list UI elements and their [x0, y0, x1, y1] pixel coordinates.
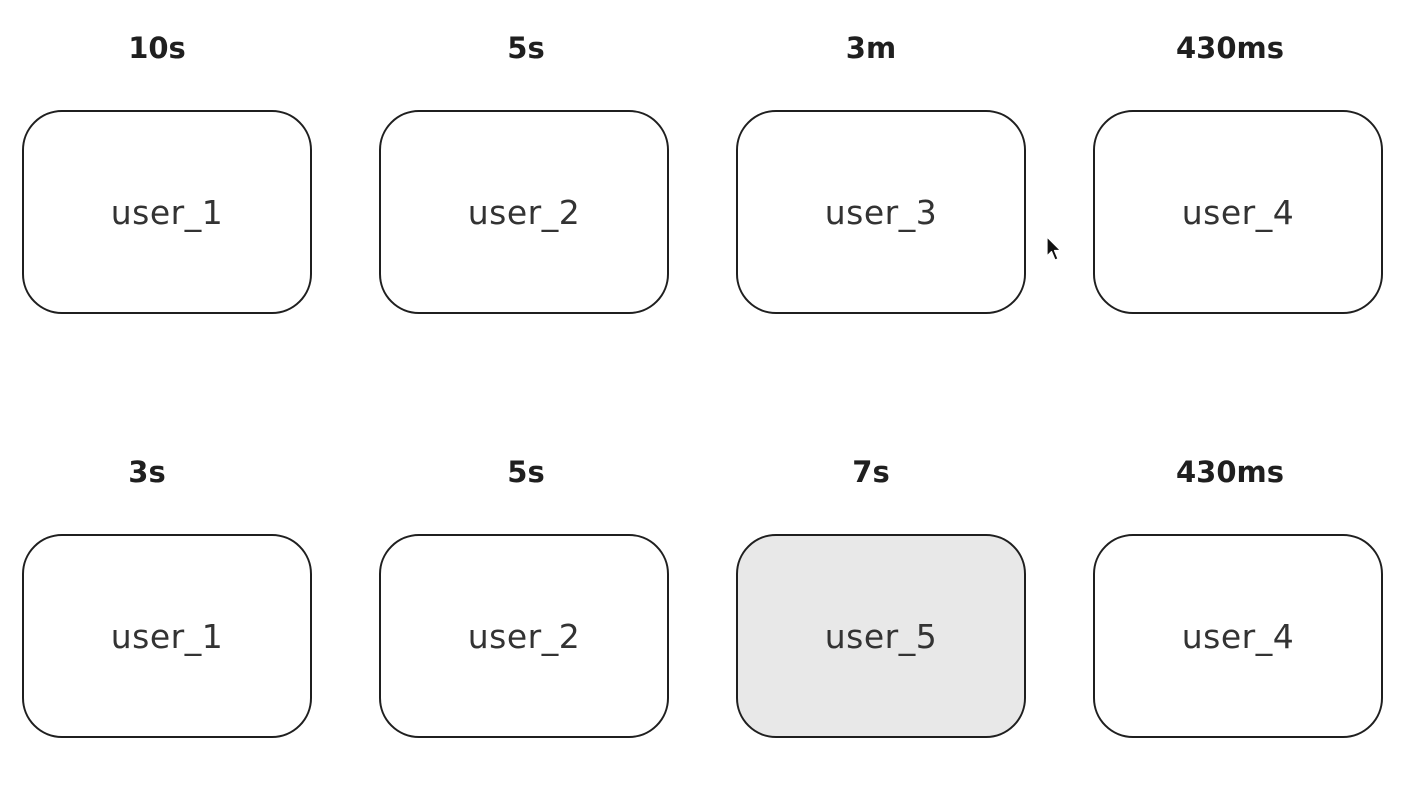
user-cell: 430ms user_4 — [1093, 424, 1387, 744]
duration-label: 10s — [128, 31, 186, 65]
user-label: user_1 — [110, 192, 224, 232]
user-box: user_4 — [1093, 534, 1383, 738]
duration-label: 7s — [852, 455, 890, 489]
diagram-row-1: 10s user_1 5s user_2 3m user_3 430ms use… — [0, 0, 1424, 330]
user-cell: 3m user_3 — [736, 0, 1030, 320]
duration-label: 430ms — [1175, 455, 1284, 489]
duration-label: 3m — [845, 31, 897, 65]
diagram-row-2: 3s user_1 5s user_2 7s user_5 430ms user… — [0, 424, 1424, 754]
user-label: user_2 — [467, 192, 581, 232]
user-label: user_4 — [1181, 192, 1295, 232]
user-cell: 5s user_2 — [379, 0, 673, 320]
user-cell: 10s user_1 — [22, 0, 316, 320]
duration-label: 5s — [507, 455, 545, 489]
mouse-pointer-icon — [1046, 236, 1062, 261]
duration-label: 5s — [507, 31, 545, 65]
user-box: user_1 — [22, 534, 312, 738]
user-label: user_5 — [824, 616, 938, 656]
duration-label: 430ms — [1175, 31, 1284, 65]
user-label: user_1 — [110, 616, 224, 656]
duration-label: 3s — [128, 455, 166, 489]
user-cell: 5s user_2 — [379, 424, 673, 744]
user-box: user_1 — [22, 110, 312, 314]
user-label: user_3 — [824, 192, 938, 232]
user-cell: 7s user_5 — [736, 424, 1030, 744]
user-box: user_5 — [736, 534, 1026, 738]
user-label: user_2 — [467, 616, 581, 656]
user-box: user_2 — [379, 110, 669, 314]
user-label: user_4 — [1181, 616, 1295, 656]
user-cell: 430ms user_4 — [1093, 0, 1387, 320]
user-box: user_3 — [736, 110, 1026, 314]
user-box: user_4 — [1093, 110, 1383, 314]
user-box: user_2 — [379, 534, 669, 738]
user-cell: 3s user_1 — [22, 424, 316, 744]
